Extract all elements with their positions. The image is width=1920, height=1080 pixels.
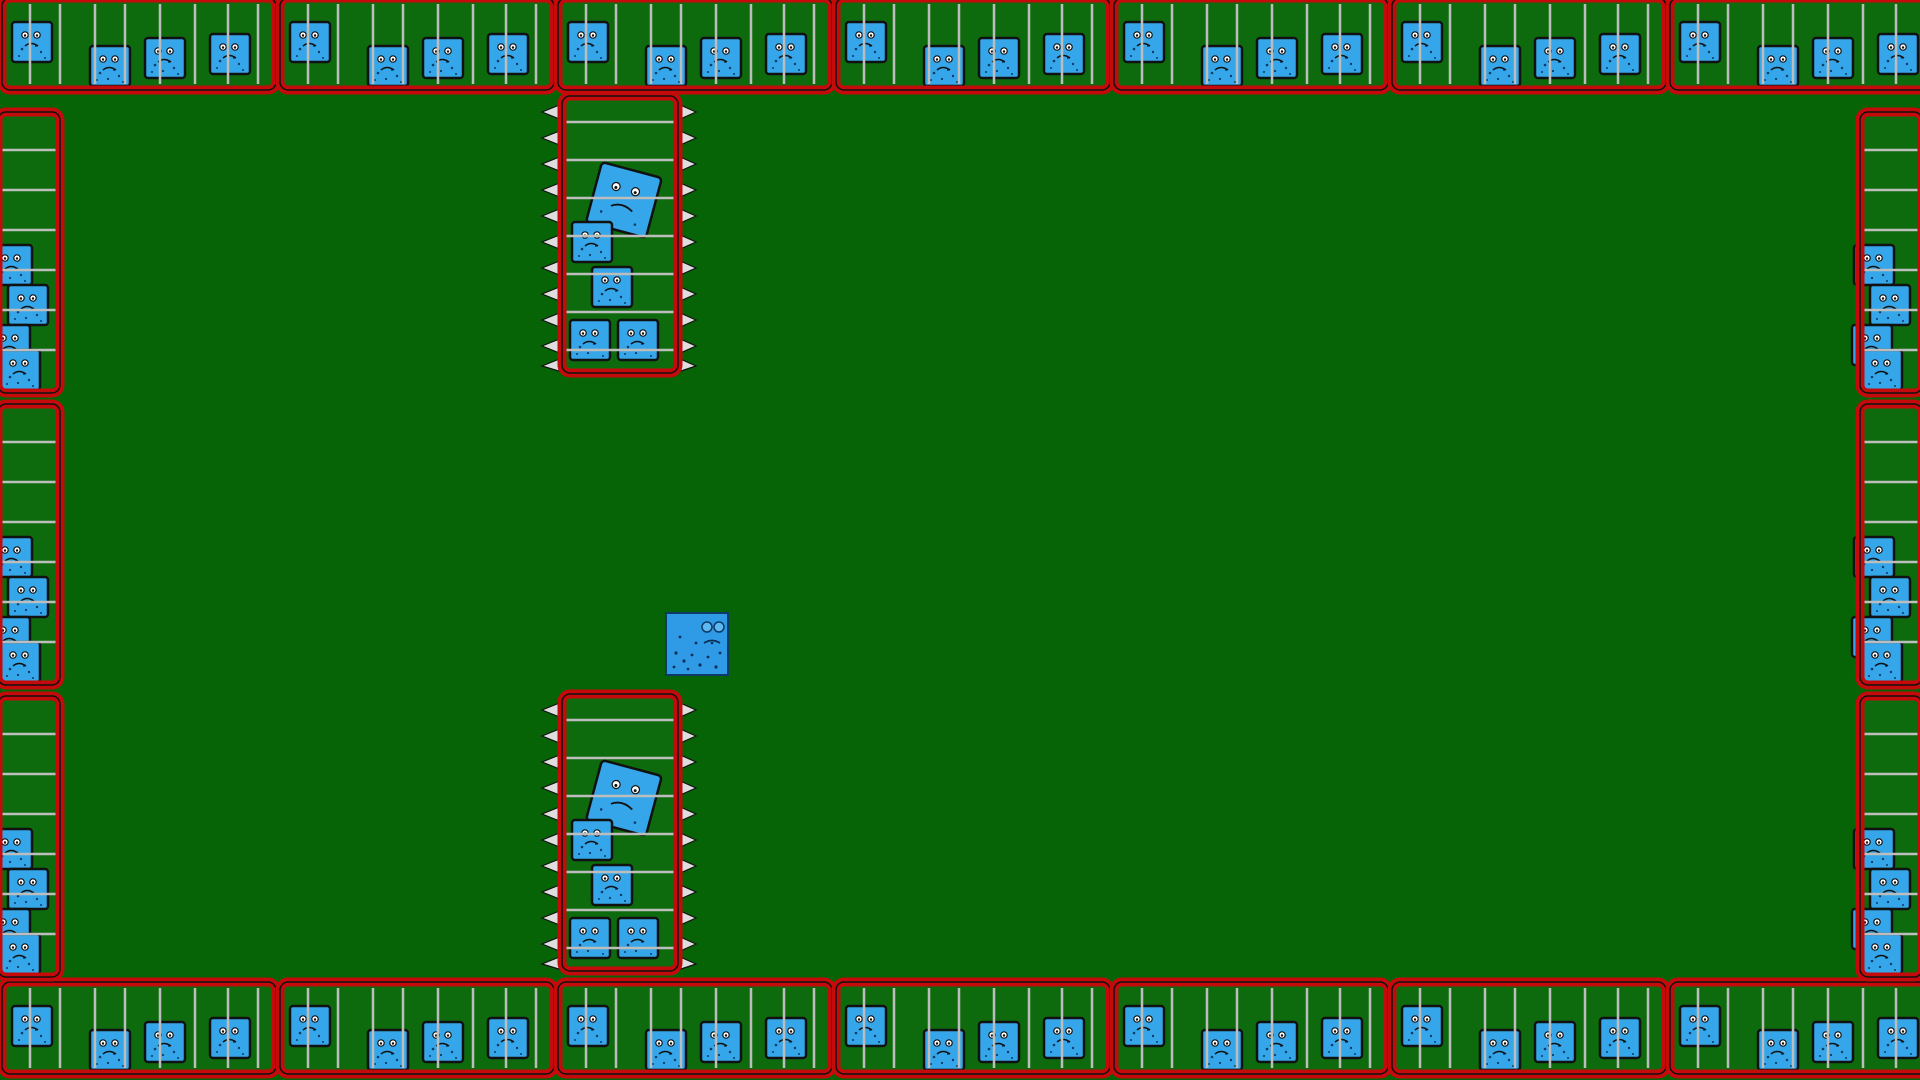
top-wall-cage — [2, 0, 276, 90]
top-wall-cage — [280, 0, 554, 90]
bottom-wall-cage — [1670, 982, 1920, 1074]
right-wall-cage — [1852, 404, 1920, 685]
bottom-wall-cage — [558, 982, 832, 1074]
bottom-wall — [2, 982, 1920, 1074]
spiked-cage-obstacle-upper — [542, 96, 696, 373]
top-wall-cage — [1392, 0, 1666, 90]
left-wall-cage — [0, 696, 60, 977]
top-wall — [2, 0, 1920, 90]
player-block[interactable] — [665, 612, 729, 676]
top-wall-cage — [1114, 0, 1388, 90]
top-wall-cage — [558, 0, 832, 90]
top-wall-cage — [836, 0, 1110, 90]
top-wall-cage — [1670, 0, 1920, 90]
spiked-cage-obstacle-lower — [542, 694, 696, 971]
player-texture-dots — [672, 635, 722, 671]
player-eyes-icon — [701, 621, 725, 633]
bottom-wall-cage — [1114, 982, 1388, 1074]
bottom-wall-cage — [1392, 982, 1666, 1074]
right-wall-cage — [1852, 696, 1920, 977]
bottom-wall-cage — [280, 982, 554, 1074]
left-wall — [0, 112, 60, 977]
right-wall — [1852, 112, 1920, 977]
bottom-wall-cage — [2, 982, 276, 1074]
player-frown — [703, 639, 721, 644]
left-wall-cage — [0, 404, 60, 685]
left-wall-cage — [0, 112, 60, 393]
right-wall-cage — [1852, 112, 1920, 393]
bottom-wall-cage — [836, 982, 1110, 1074]
